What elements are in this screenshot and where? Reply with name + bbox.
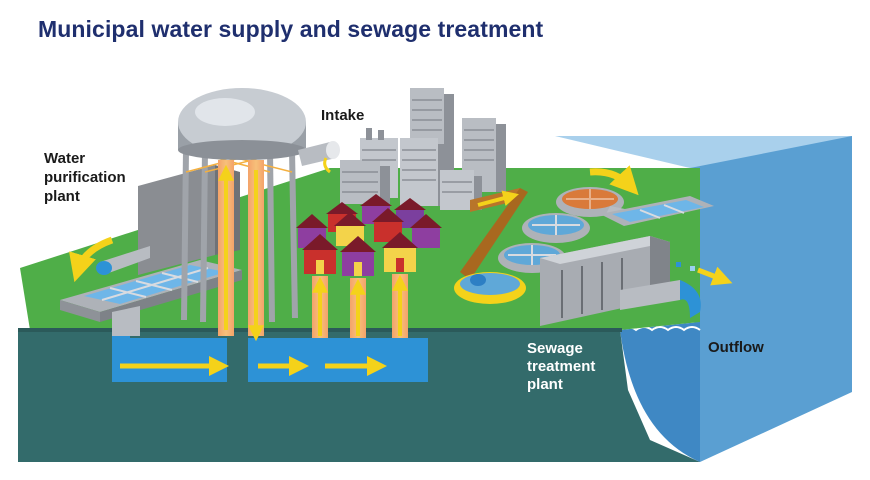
aeration-basin xyxy=(600,196,714,226)
sewer-line xyxy=(460,188,528,280)
label-line: treatment xyxy=(527,358,595,375)
house-supply-pipes xyxy=(312,274,408,338)
city-buildings xyxy=(340,88,506,210)
label-line: purification xyxy=(44,169,126,186)
label-intake: Intake xyxy=(321,107,364,124)
label-line: Sewage xyxy=(527,340,583,357)
houses xyxy=(296,194,442,276)
river-cut xyxy=(620,322,700,462)
house xyxy=(302,234,338,274)
sewage-treatment-plant xyxy=(540,236,701,326)
underground-pipe-network xyxy=(112,330,428,382)
label-line: plant xyxy=(44,188,80,205)
flow-arrow xyxy=(69,236,114,283)
label-line: Water xyxy=(44,150,85,167)
house xyxy=(382,232,418,272)
river-wave xyxy=(619,326,701,332)
intake-pipe xyxy=(298,141,340,174)
outlet-pipe xyxy=(100,246,150,274)
river-front-face xyxy=(690,136,852,462)
outflow-indicator xyxy=(676,262,733,286)
label-sewage-treatment-plant: Sewage treatment plant xyxy=(527,340,600,393)
label-line: plant xyxy=(527,376,563,393)
label-outflow: Outflow xyxy=(708,339,764,356)
flow-arrow xyxy=(589,165,639,196)
outfall-pipe xyxy=(620,280,680,310)
settling-tanks xyxy=(454,165,640,304)
down-pipe xyxy=(112,306,140,336)
label-water-purification-plant: Water purification plant xyxy=(44,150,130,205)
water-tower xyxy=(178,88,306,342)
diagram-title: Municipal water supply and sewage treatm… xyxy=(38,16,544,42)
house xyxy=(410,214,442,248)
house xyxy=(340,236,376,276)
